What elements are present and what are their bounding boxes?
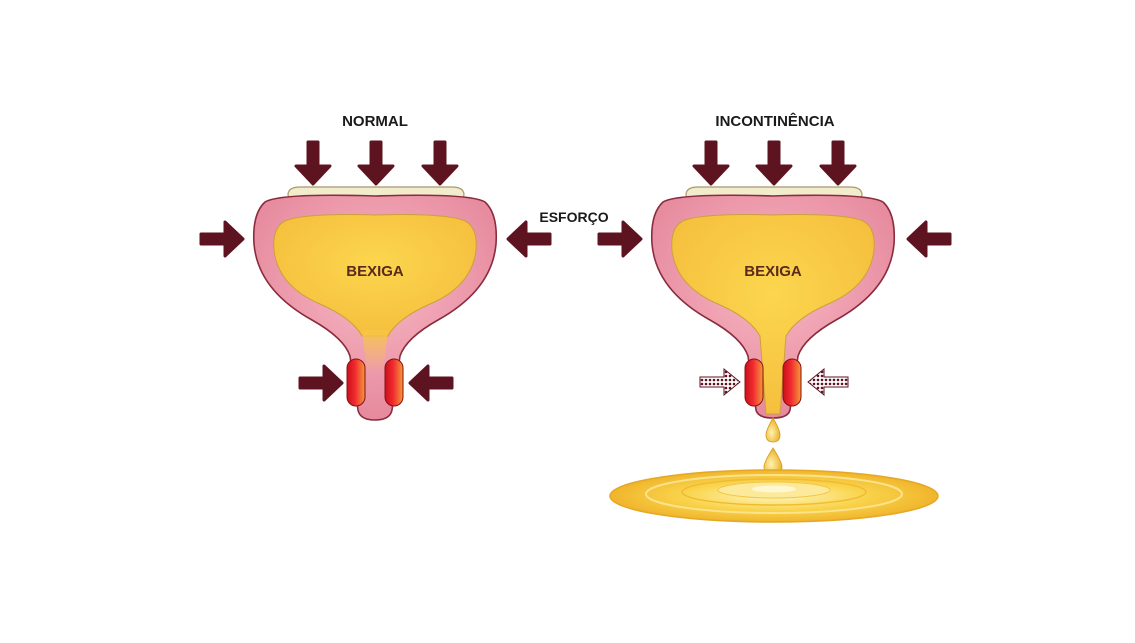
urine [273, 214, 477, 337]
incontinence-panel: INCONTINÊNCIA BEXIGA [597, 112, 952, 523]
dotted-arrow-left-icon [807, 368, 849, 396]
arrow-down-icon [357, 140, 395, 186]
arrow-right-icon [298, 364, 344, 402]
arrow-right-icon [199, 220, 245, 258]
urine-pool [609, 469, 939, 523]
arrow-down-icon [421, 140, 459, 186]
effort-label: ESFORÇO [539, 209, 608, 225]
dotted-arrow-right-icon [699, 368, 741, 396]
sphincter-left [744, 358, 764, 407]
arrow-down-icon [294, 140, 332, 186]
urethra-urine [362, 330, 388, 372]
arrow-left-icon [408, 364, 454, 402]
bladder-label: BEXIGA [346, 263, 404, 280]
bladder-label: BEXIGA [744, 263, 802, 280]
normal-label: NORMAL [342, 113, 408, 130]
sphincter-right [782, 358, 802, 407]
urine-drop [765, 417, 781, 443]
arrow-left-icon [906, 220, 952, 258]
sphincter-left [346, 358, 366, 407]
arrow-down-icon [755, 140, 793, 186]
arrow-down-icon [819, 140, 857, 186]
incontinence-label: INCONTINÊNCIA [715, 112, 834, 130]
arrow-right-icon [597, 220, 643, 258]
sphincter-right [384, 358, 404, 407]
arrow-left-icon [506, 220, 552, 258]
urine [671, 214, 875, 415]
normal-panel: NORMAL BEXIGA [199, 113, 552, 421]
arrow-down-icon [692, 140, 730, 186]
